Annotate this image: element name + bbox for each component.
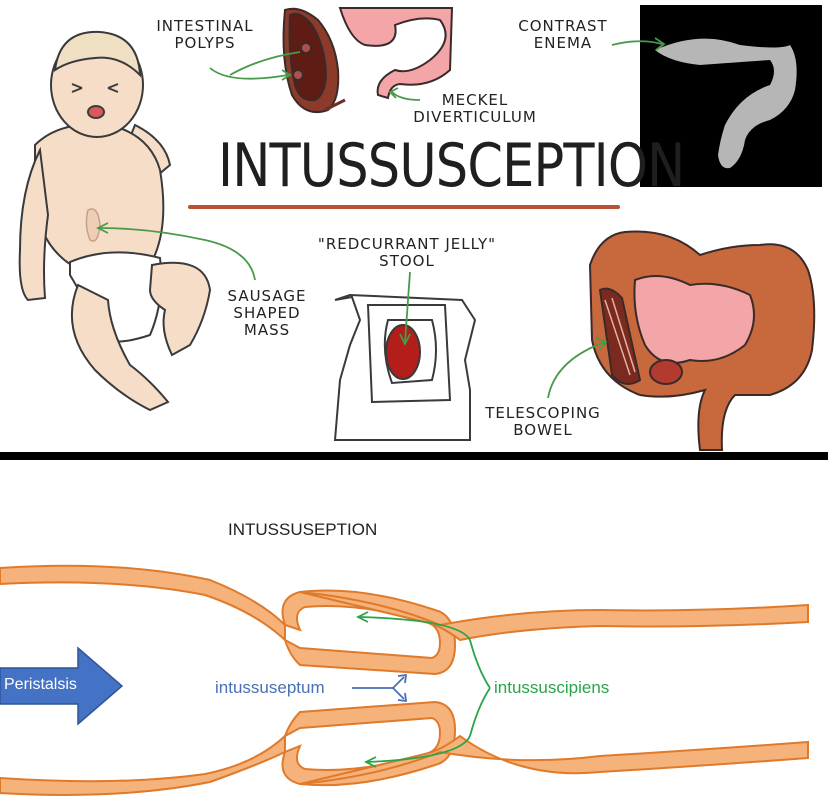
illustration-panel: INTESTINAL POLYPS MECKEL DIVERTICULUM CO…	[18, 5, 822, 451]
baby-illustration	[18, 30, 212, 412]
contrast-enema-label: CONTRAST ENEMA	[518, 17, 608, 52]
meckel-diverticulum-label: MECKEL DIVERTICULUM	[413, 91, 537, 126]
sausage-mass-label: SAUSAGE SHAPED MASS	[227, 287, 307, 339]
redcurrant-jelly-label: "REDCURRANT JELLY" STOOL	[317, 235, 497, 270]
telescoping-bowel-illustration	[588, 230, 816, 451]
intussuscipiens-label: intussuscipiens	[494, 678, 610, 697]
intussuscipiens-pointer	[355, 611, 491, 768]
bowel-wall	[0, 564, 809, 796]
intussuseptum-label: intussuseptum	[215, 678, 325, 697]
pointer-arrows	[95, 37, 666, 399]
illustration-drawings	[18, 5, 822, 451]
diaper-illustration	[333, 293, 477, 441]
small-bowel-illustration	[338, 7, 454, 100]
intestinal-polyps-label: INTESTINAL POLYPS	[156, 17, 254, 52]
panel-divider	[0, 452, 828, 460]
title-underline	[188, 205, 620, 209]
schematic-title: INTUSSUSEPTION	[228, 520, 378, 539]
polyps-colon-illustration	[282, 7, 346, 114]
schematic-diagram	[0, 564, 809, 796]
peristalsis-label: Peristalsis	[4, 676, 77, 693]
intussuseptum-pointer	[352, 673, 408, 703]
telescoping-bowel-label: TELESCOPING BOWEL	[485, 404, 601, 439]
schematic-panel: INTUSSUSEPTION Peristalsis intussuseptum…	[0, 460, 828, 809]
peristalsis-arrow	[0, 646, 124, 726]
contrast-colon-shape	[655, 38, 797, 169]
main-title: INTUSSUSCEPTION	[218, 131, 685, 201]
